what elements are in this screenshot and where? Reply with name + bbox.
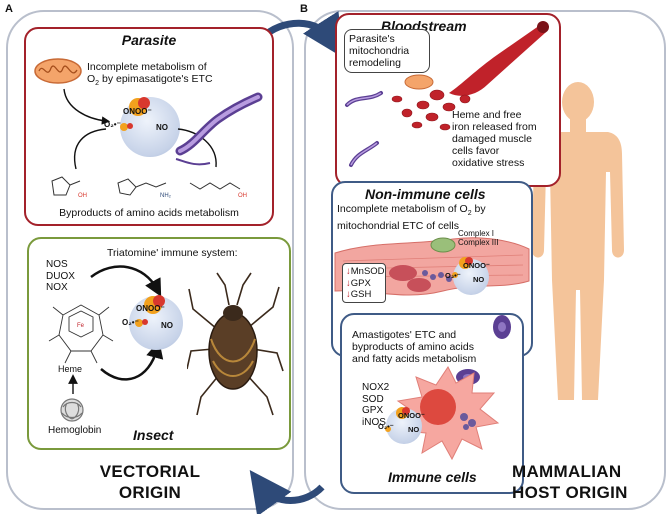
heme-iron-text: Heme and free iron released from damaged… (452, 109, 537, 169)
nonimmune-etc-text: Incomplete metabolism of O2 by mitochond… (337, 203, 486, 233)
vectorial-origin-label: VECTORIAL ORIGIN (99, 462, 201, 502)
macrophage-illustration (396, 366, 500, 461)
insect-arrows (68, 265, 164, 394)
amastigotes-icon (493, 315, 511, 339)
amino-acid-structures: OH NH₂ OH (51, 176, 247, 199)
panel-label-a: A (5, 3, 13, 15)
enzyme-inos: iNOS (362, 416, 386, 428)
enzyme-gpx: GPX (362, 405, 384, 416)
nitric-oxide-label: NO (156, 123, 168, 132)
insect-peroxynitrite-label: ONOO⁻ (136, 304, 165, 313)
svg-text:NH₂: NH₂ (160, 193, 172, 199)
parasite-box: Parasite Incomplete metabolism of O2 by … (24, 27, 274, 226)
nonimmune-cells-box: Non-immune cells Incomplete metabolism o… (331, 181, 533, 357)
peroxynitrite-label: ONOO⁻ (123, 107, 152, 116)
ros-cluster-nonimmune (453, 259, 489, 295)
bloodstream-box: Bloodstream Parasite's mitochondria remo… (335, 13, 561, 187)
immune-enzyme-list: NOX2 SOD GPX iNOS (362, 382, 389, 428)
ros-dots-immune (385, 407, 410, 432)
amastigotes-text: Amastigotes' ETC and byproducts of amino… (352, 329, 477, 365)
insect-superoxide-label: O₂•⁻ (122, 318, 139, 327)
immune-superoxide-label: O₂•⁻ (378, 422, 394, 431)
arrow-to-vector (249, 469, 325, 514)
immune-title: Immune cells (388, 469, 477, 485)
enzyme-nox: NOX (46, 282, 68, 293)
panel-label-b: B (300, 3, 308, 15)
parasite-etc-text: Incomplete metabolism of O2 by epimasati… (87, 61, 213, 88)
immune-peroxynitrite-label: ONOO⁻ (398, 411, 425, 420)
triatomine-bug-icon (187, 272, 284, 416)
human-silhouette (532, 82, 624, 400)
hemoglobin-icon (60, 398, 84, 422)
svg-text:OH: OH (78, 193, 87, 199)
insect-box: Triatomine' immune system: NOS DUOX NOX … (27, 237, 291, 450)
insect-title: Insect (133, 427, 174, 443)
insect-nitric-oxide-label: NO (161, 321, 173, 330)
nonimmune-superoxide-label: O₂•⁻ (445, 271, 461, 280)
byproducts-text: Byproducts of amino acids metabolism (59, 207, 239, 219)
heme-structure: Fe (48, 304, 114, 364)
ros-dots-insect (135, 295, 165, 327)
blood-vessel-illustration (345, 21, 549, 167)
ros-dots-nonimmune (452, 257, 473, 278)
superoxide-label: O₂•⁻ (104, 120, 121, 129)
heme-label: Heme (58, 364, 83, 374)
enzyme-nos: NOS (46, 259, 68, 270)
ros-dots-parasite (120, 97, 150, 131)
nonimmune-title: Non-immune cells (365, 186, 486, 202)
nonimmune-peroxynitrite-label: ONOO⁻ (463, 261, 490, 270)
enzyme-duox: DUOX (46, 270, 75, 282)
parasite-arrows (63, 88, 217, 170)
parasite-title: Parasite (121, 32, 177, 48)
mitochondria-remodeling-callout: Parasite's mitochondria remodeling (344, 29, 430, 73)
mitochondrion-icon (34, 58, 82, 84)
epimastigote-icon (175, 92, 263, 166)
immune-system-text: Triatomine' immune system: (107, 247, 238, 259)
svg-text:OH: OH (238, 193, 247, 199)
complex-labels: Complex I Complex III (458, 229, 499, 247)
insect-enzyme-list: NOS DUOX NOX (46, 259, 75, 294)
immune-cells-box: Amastigotes' ETC and byproducts of amino… (340, 313, 524, 494)
hemoglobin-label: Hemoglobin (48, 425, 102, 436)
svg-text:Fe: Fe (77, 323, 85, 329)
enzyme-sod: SOD (362, 393, 384, 405)
mammalian-host-label: MAMMALIAN HOST ORIGIN (512, 462, 628, 502)
immune-nitric-oxide-label: NO (408, 425, 420, 434)
antioxidant-list: ↓MnSOD ↓GPX ↓GSH (342, 263, 386, 303)
nonimmune-nitric-oxide-label: NO (473, 275, 485, 284)
enzyme-nox2: NOX2 (362, 382, 390, 393)
